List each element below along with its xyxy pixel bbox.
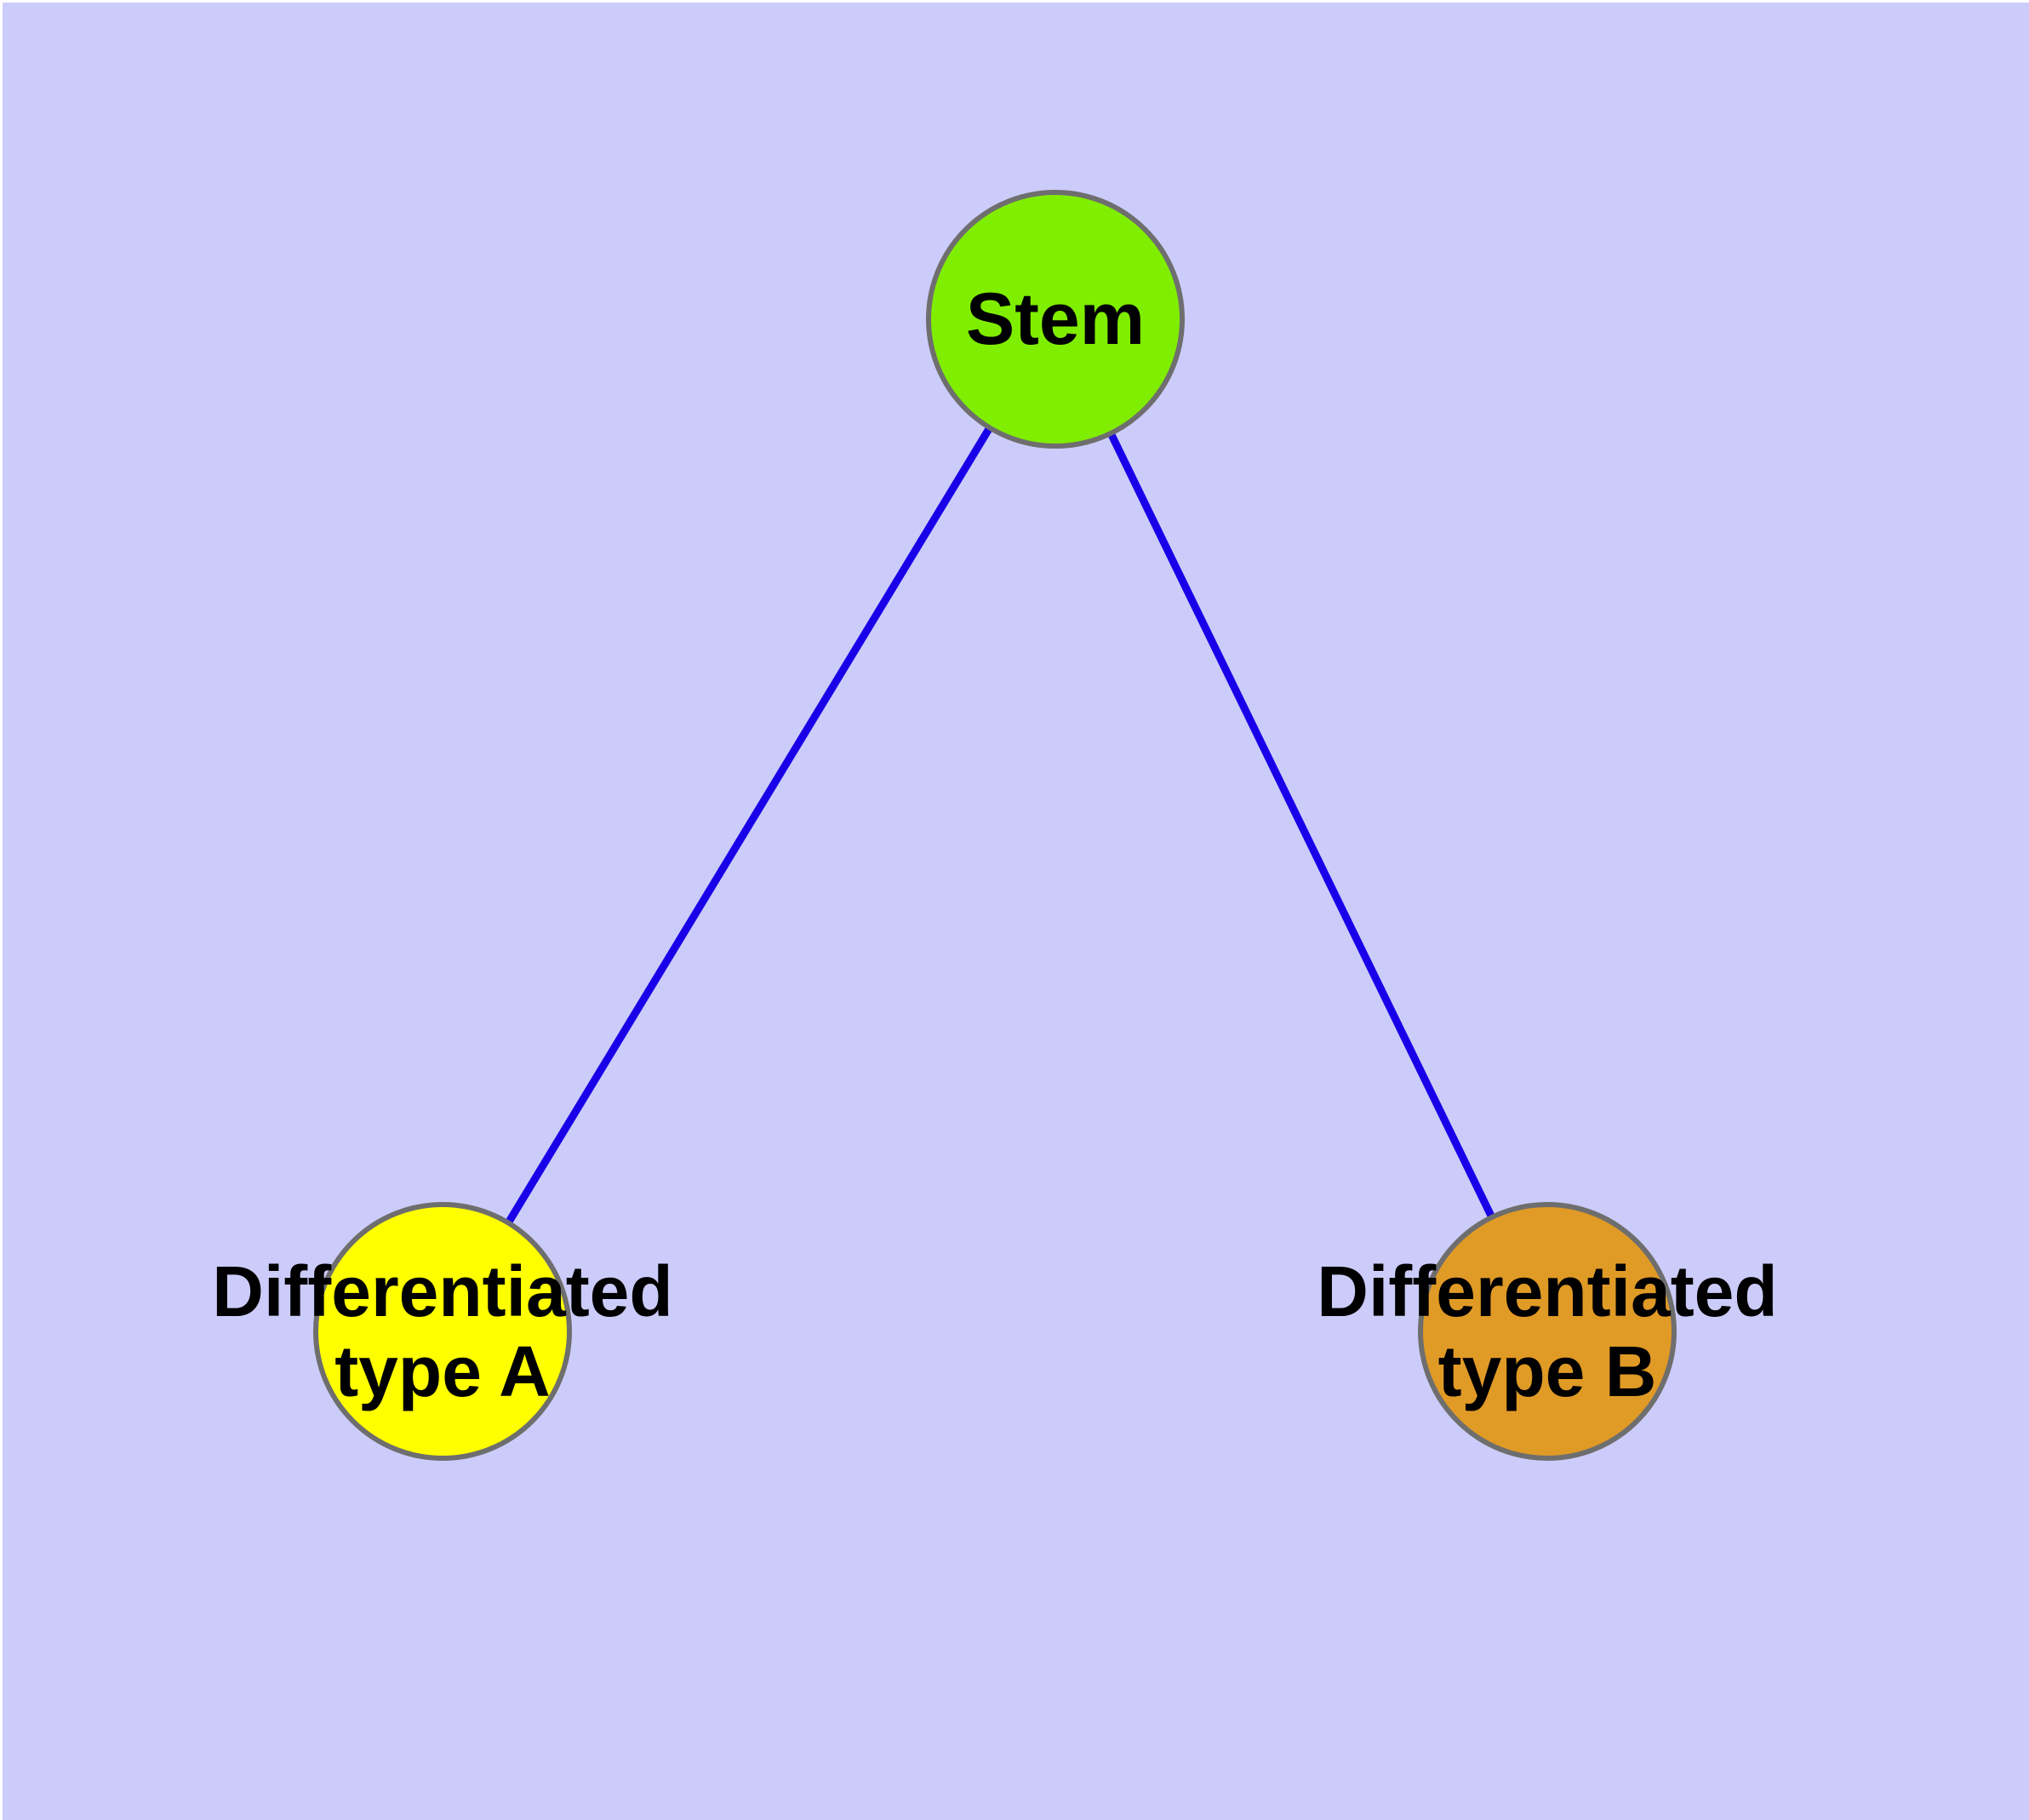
graph-edge[interactable]	[503, 423, 995, 1228]
graph-node-diff_b[interactable]	[1418, 1202, 1677, 1461]
edge-layer	[503, 423, 1497, 1228]
graph-node-diff_a[interactable]	[313, 1202, 572, 1461]
graph-node-stem[interactable]	[926, 190, 1185, 449]
graph-edge[interactable]	[1106, 429, 1497, 1222]
node-layer	[313, 190, 1677, 1461]
